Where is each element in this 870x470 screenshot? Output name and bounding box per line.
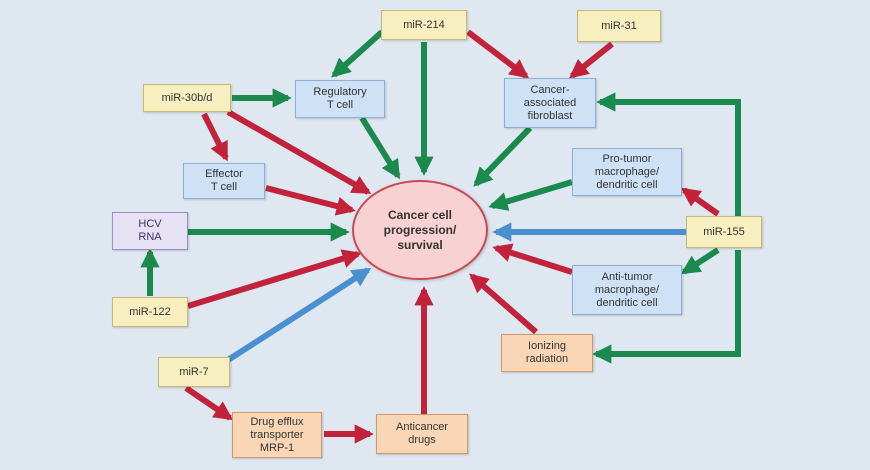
arrow-mir214-to-caf xyxy=(466,29,530,79)
mir-214-node: miR-214 xyxy=(381,10,467,40)
arrow-mir214-to-regulatory-t xyxy=(331,29,385,78)
arrow-caf-to-center xyxy=(473,125,533,187)
effector-t-cell-node: Effector T cell xyxy=(183,163,265,199)
arrow-mir122-to-center xyxy=(187,249,362,309)
ionizing-radiation-node: Ionizing radiation xyxy=(501,334,593,372)
arrow-mir155-to-caf xyxy=(596,92,741,216)
anti-tumor-macrophage-node: Anti-tumor macrophage/ dendritic cell xyxy=(572,265,682,315)
arrow-mir155-to-anti-tumor xyxy=(680,247,720,275)
pro-tumor-macrophage-node: Pro-tumor macrophage/ dendritic cell xyxy=(572,148,682,196)
mir-31-node: miR-31 xyxy=(577,10,661,42)
arrow-mir31-to-caf xyxy=(569,41,614,79)
anticancer-drugs-node: Anticancer drugs xyxy=(376,414,468,454)
arrow-regulatory-t-to-center xyxy=(359,116,401,180)
mir-155-node: miR-155 xyxy=(686,216,762,248)
cancer-cell-node: Cancer cell progression/ survival xyxy=(352,180,488,280)
arrow-pro-tumor-to-center xyxy=(488,179,573,211)
arrow-mir30bd-to-center xyxy=(226,109,372,195)
arrow-mir7-to-center xyxy=(226,267,372,363)
drug-efflux-transporter-node: Drug efflux transporter MRP-1 xyxy=(232,412,322,458)
regulatory-t-cell-node: Regulatory T cell xyxy=(295,80,385,118)
arrow-mir30bd-to-effector-t xyxy=(201,112,229,162)
arrow-ionizing-to-center xyxy=(469,273,538,335)
hcv-rna-node: HCV RNA xyxy=(112,212,188,250)
arrow-anti-tumor-to-center xyxy=(492,243,573,275)
arrow-mir155-to-pro-tumor xyxy=(680,187,720,217)
arrow-effector-t-to-center xyxy=(265,185,356,216)
arrow-mir155-to-ionizing xyxy=(592,250,741,364)
cancer-associated-fibroblast-node: Cancer- associated fibroblast xyxy=(504,78,596,128)
arrow-mir7-to-drug-efflux xyxy=(184,385,234,421)
mir-122-node: miR-122 xyxy=(112,297,188,327)
mir-7-node: miR-7 xyxy=(158,357,230,387)
mir-30bd-node: miR-30b/d xyxy=(143,84,231,112)
